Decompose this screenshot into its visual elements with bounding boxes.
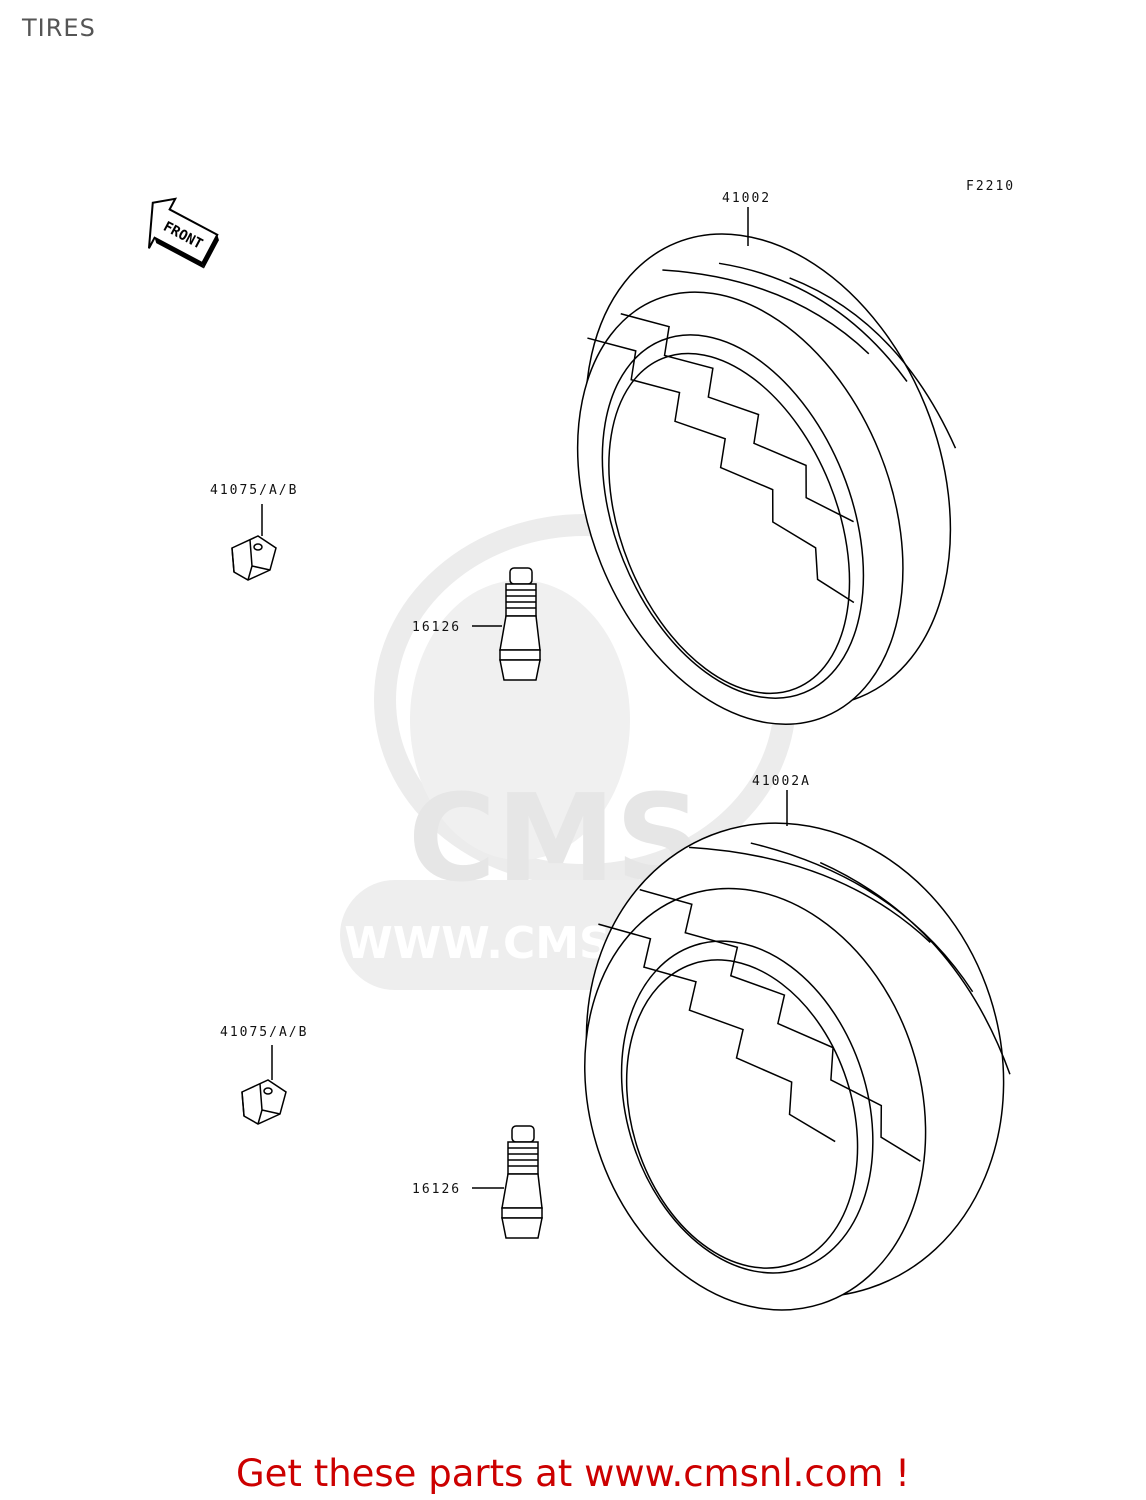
footer-link[interactable]: Get these parts at www.cmsnl.com ! <box>235 1452 910 1495</box>
tire-valve-bottom[interactable] <box>501 1125 543 1239</box>
label-weight-top: 41075/A/B <box>210 483 298 498</box>
label-front-tire: 41002 <box>722 191 771 206</box>
label-weight-bottom: 41075/A/B <box>220 1025 308 1040</box>
tire-valve-top[interactable] <box>499 567 541 681</box>
front-arrow-icon: FRONT <box>147 197 219 269</box>
page-title: TIRES <box>22 14 96 42</box>
label-rear-tire: 41002A <box>752 774 811 789</box>
label-valve-bottom: 16126 <box>412 1182 461 1197</box>
figure-code: F2210 <box>966 179 1015 194</box>
label-valve-top: 16126 <box>412 620 461 635</box>
balance-weight-top[interactable] <box>231 535 277 581</box>
balance-weight-bottom[interactable] <box>241 1079 287 1125</box>
rear-tire[interactable] <box>516 768 1064 1354</box>
front-tire[interactable] <box>500 175 1030 773</box>
